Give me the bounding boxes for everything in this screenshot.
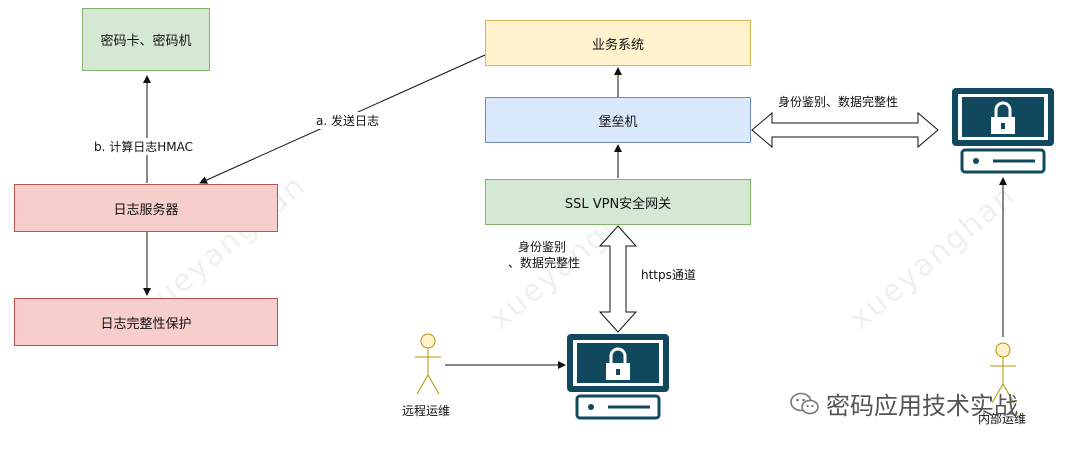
lock-icon: [991, 101, 1015, 134]
internal-actor-figure: [990, 342, 1016, 404]
node-label: 密码卡、密码机: [100, 34, 192, 49]
node-label: 日志完整性保护: [100, 316, 192, 332]
brand-text: 密码应用技术实战: [826, 392, 1018, 420]
node-label: 日志服务器: [113, 202, 179, 218]
actor-label-remote: 远程运维: [402, 404, 451, 418]
node-label: 业务系统: [591, 37, 644, 53]
edge-label-auth-right: 身份鉴别、数据完整性: [778, 95, 899, 109]
edge-label-auth-vpn-line2: 、数据完整性: [508, 256, 581, 270]
crypto-device-node: 密码卡、密码机: [82, 8, 210, 71]
wechat-icon: [790, 392, 819, 414]
edge-label-send-log: a. 发送日志: [316, 112, 379, 129]
edge-label-hmac: b. 计算日志HMAC: [94, 138, 194, 155]
log-integrity-node: 日志完整性保护: [14, 298, 278, 346]
lock-icon: [606, 347, 630, 380]
edge-label-https: https通道: [641, 268, 696, 282]
https-double-arrow: [598, 225, 638, 333]
actor-label-internal: 内部运维: [978, 412, 1027, 426]
remote-actor-figure: [415, 333, 441, 395]
ssl-vpn-gateway-node: SSL VPN安全网关: [485, 179, 751, 225]
business-system-node: 业务系统: [485, 20, 751, 66]
log-server-node: 日志服务器: [14, 184, 278, 232]
bastion-host-node: 堡垒机: [485, 97, 751, 143]
node-label: SSL VPN安全网关: [564, 196, 672, 212]
node-label: 堡垒机: [598, 114, 638, 130]
bastion-terminal-double-arrow: [751, 111, 939, 149]
edge-label-auth-vpn-line1: 身份鉴别: [518, 240, 567, 254]
brand-watermark: 密码应用技术实战: [790, 386, 1018, 421]
